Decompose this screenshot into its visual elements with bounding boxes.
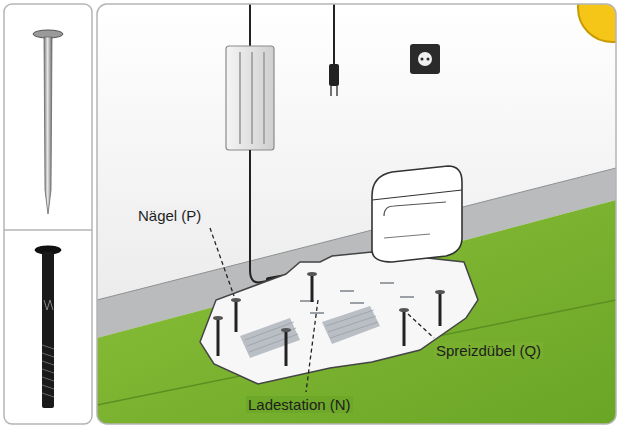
- nail-icon: [33, 30, 63, 214]
- part-label: Ladestation (N): [246, 396, 353, 413]
- leader-lines: [210, 228, 434, 392]
- part-label: Nägel (P): [136, 207, 203, 224]
- power-supply: [226, 46, 274, 150]
- scene: [97, 4, 616, 424]
- parts-panel: [4, 4, 92, 424]
- dowel-icon: [35, 246, 61, 408]
- part-label: Spreizdübel (Q): [434, 342, 543, 359]
